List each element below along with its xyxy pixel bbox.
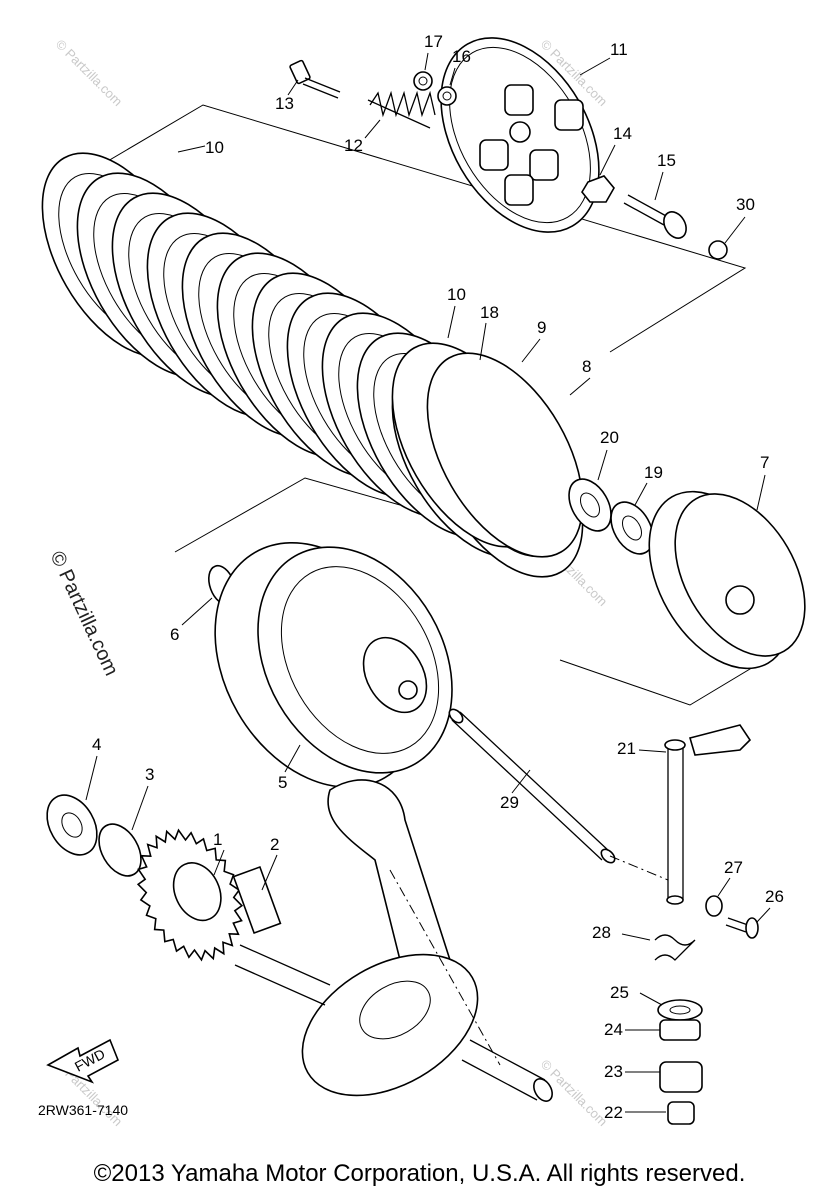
part-label: 12 <box>344 136 363 155</box>
watermark-small: © Partzilla.com <box>53 37 126 110</box>
push-rod-29 <box>448 708 616 864</box>
bearing-22 <box>667 1101 695 1125</box>
clutch-housing-5 <box>214 542 453 788</box>
part-label: 24 <box>604 1020 623 1039</box>
bolt-13 <box>289 59 341 99</box>
part-label: 27 <box>724 858 743 877</box>
clutch-pack-outline-lower <box>174 477 401 553</box>
nut-14 <box>581 175 615 203</box>
part-label: 25 <box>610 983 629 1002</box>
screw-26 <box>725 917 759 939</box>
part-label: 29 <box>500 793 519 812</box>
push-lever-shaft-21 <box>664 724 752 905</box>
oil-seal-25-hole <box>669 1005 691 1015</box>
spring-28 <box>654 934 696 961</box>
gear-hub <box>172 862 222 922</box>
pushrod-15 <box>623 194 687 239</box>
part-label: 15 <box>657 151 676 170</box>
bearing-24 <box>659 1019 701 1041</box>
nut-4-hole <box>61 812 83 838</box>
clutch-boss-7 <box>648 490 806 670</box>
watermark-vertical: © Partzilla.com <box>45 548 122 679</box>
part-label: 16 <box>452 47 471 66</box>
part-label: 19 <box>644 463 663 482</box>
part-label: 23 <box>604 1062 623 1081</box>
exploded-view-drawing: © Partzilla.com © Partzilla.com © Partzi… <box>38 32 806 1129</box>
part-label: 21 <box>617 739 636 758</box>
nut-20-hole <box>580 492 600 518</box>
part-label: 7 <box>760 453 769 472</box>
crankshaft <box>234 779 553 1102</box>
part-label: 14 <box>613 124 632 143</box>
part-label: 30 <box>736 195 755 214</box>
nut-17-hole <box>418 76 428 86</box>
washer-16-hole <box>442 91 452 101</box>
part-label: 9 <box>537 318 546 337</box>
part-label: 11 <box>610 40 628 59</box>
fwd-arrow-icon: FWD <box>46 1038 120 1084</box>
copyright-notice: ©2013 Yamaha Motor Corporation, U.S.A. A… <box>93 1160 746 1187</box>
part-label: 17 <box>424 32 443 51</box>
washer-16 <box>437 86 457 106</box>
clutch-plate-stack <box>41 152 584 578</box>
centerline <box>609 855 669 881</box>
pressure-plate <box>440 37 600 233</box>
part-label: 13 <box>275 94 294 113</box>
part-label: 4 <box>92 735 101 754</box>
oil-seal-25 <box>657 999 703 1021</box>
lock-washer-19 <box>610 501 654 555</box>
ball-30 <box>708 240 728 260</box>
diagram-code: 2RW361-7140 <box>38 1102 128 1118</box>
part-label: 10 <box>205 138 224 157</box>
part-label: 3 <box>145 765 154 784</box>
part-label: 5 <box>278 773 287 792</box>
key-2 <box>232 865 282 935</box>
part-labels: 1 2 3 4 5 6 7 8 9 10 10 11 12 13 14 15 1… <box>92 32 784 1122</box>
nut-20 <box>568 478 612 532</box>
part-label: 20 <box>600 428 619 447</box>
friction-plate <box>426 352 584 558</box>
spring-12 <box>367 90 436 129</box>
part-label: 6 <box>170 625 179 644</box>
part-label: 22 <box>604 1103 623 1122</box>
part-label: 8 <box>582 357 591 376</box>
washer-27 <box>705 895 723 917</box>
washer-3 <box>98 823 142 877</box>
leader-lines <box>85 52 771 1113</box>
part-label: 28 <box>592 923 611 942</box>
lock-washer-19-hole <box>622 515 642 541</box>
part-label: 2 <box>270 835 279 854</box>
nut-17 <box>413 71 433 91</box>
part-label: 1 <box>213 830 222 849</box>
centerline <box>389 869 501 1066</box>
part-label: 10 <box>447 285 466 304</box>
part-label: 26 <box>765 887 784 906</box>
primary-drive-gear-1 <box>136 828 244 962</box>
part-label: 18 <box>480 303 499 322</box>
nut-4 <box>46 794 98 856</box>
bearing-23 <box>659 1061 703 1093</box>
